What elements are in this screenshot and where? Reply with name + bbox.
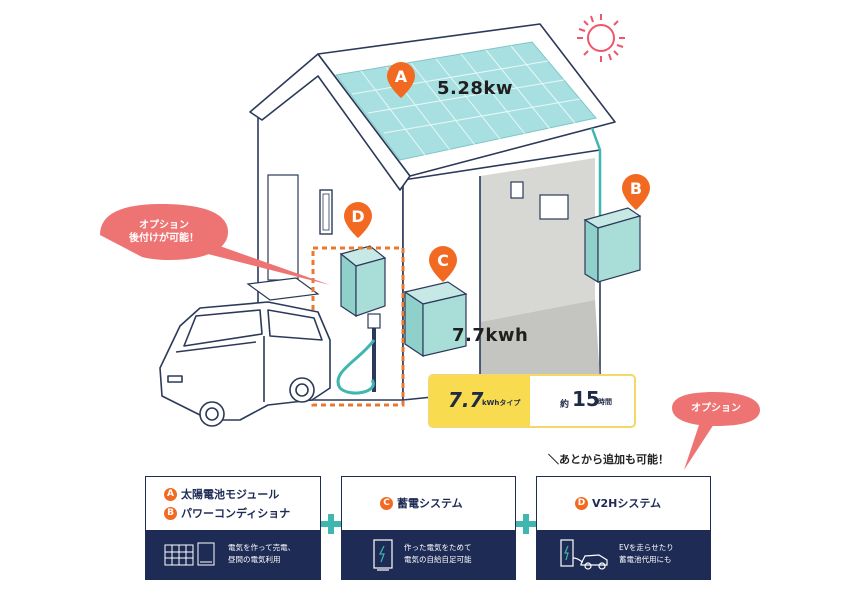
option-bubble-line2: 後付けが可能！ xyxy=(129,233,199,244)
pin-d: D xyxy=(344,202,372,238)
card-v2h: D V2Hシステム EVを走らせたり 蓄電池代用にも xyxy=(536,476,711,580)
card-v2h-desc: EVを走らせたり 蓄電池代用にも xyxy=(619,542,674,566)
solar-capacity-label: 5.28kw xyxy=(437,78,514,99)
desc-line: 蓄電池代用にも xyxy=(619,555,672,564)
pin-a: A xyxy=(387,62,415,98)
capacity-box: 7.7 kWhタイプ 約 15 時間 xyxy=(428,374,636,428)
card-item-power-conditioner: B パワーコンディショナ xyxy=(164,505,290,521)
card-battery-desc: 作った電気をためて 電気の自給自足可能 xyxy=(404,542,472,566)
card-item-label: V2Hシステム xyxy=(592,497,662,510)
plus-icon xyxy=(321,514,341,534)
capacity-duration-suffix: 時間 xyxy=(598,398,612,406)
v2h-unit xyxy=(336,245,387,395)
desc-line: EVを走らせたり xyxy=(619,543,674,552)
badge-c: C xyxy=(380,496,393,510)
capacity-duration-hours: 15 xyxy=(572,387,600,411)
solar-panel-icon xyxy=(164,542,215,566)
svg-text:D: D xyxy=(351,207,364,226)
card-item-label: 太陽電池モジュール xyxy=(181,488,280,501)
option-bubble-line1: オプション xyxy=(139,220,189,231)
desc-line: 昼間の電気利用 xyxy=(228,555,281,564)
option-bubble-right: オプション xyxy=(691,403,741,414)
badge-b: B xyxy=(164,506,177,520)
battery-icon xyxy=(373,539,393,571)
card-battery: C 蓄電システム 作った電気をためて 電気の自給自足可能 xyxy=(341,476,516,580)
card-item-v2h-system: D V2Hシステム xyxy=(575,495,661,511)
ev-charger-icon xyxy=(560,539,608,570)
capacity-duration-prefix: 約 xyxy=(560,400,570,410)
svg-text:A: A xyxy=(395,67,408,86)
battery-storage-unit xyxy=(403,281,468,358)
svg-text:C: C xyxy=(437,251,449,270)
card-item-battery-system: C 蓄電システム xyxy=(380,495,463,511)
battery-capacity-label: 7.7kwh xyxy=(452,325,529,346)
card-item-label: パワーコンディショナ xyxy=(181,507,291,520)
desc-line: 電気を作って売電、 xyxy=(228,543,296,552)
sun-icon xyxy=(577,14,625,62)
car-illustration xyxy=(159,301,331,427)
option-bubble: オプション 後付けが可能！ xyxy=(112,219,216,245)
power-conditioner-unit xyxy=(583,207,642,284)
card-item-solar-module: A 太陽電池モジュール xyxy=(164,486,279,502)
pin-b: B xyxy=(622,174,650,210)
card-solar: A 太陽電池モジュール B パワーコンディショナ 電気を作って売電、 昼間の電気… xyxy=(145,476,321,580)
svg-text:B: B xyxy=(630,179,642,198)
capacity-box-highlight xyxy=(430,376,530,426)
option-bubble-right-shape xyxy=(672,392,760,426)
pin-c: C xyxy=(429,246,457,282)
card-solar-desc: 電気を作って売電、 昼間の電気利用 xyxy=(228,542,295,566)
capacity-value: 7.7 xyxy=(448,388,484,412)
badge-a: A xyxy=(164,487,177,501)
option-bubble-shape xyxy=(100,204,228,260)
plus-icon xyxy=(516,514,536,534)
capacity-unit: kWhタイプ xyxy=(482,399,521,407)
badge-d: D xyxy=(575,496,588,510)
desc-line: 電気の自給自足可能 xyxy=(404,555,472,564)
desc-line: 作った電気をためて xyxy=(404,543,472,552)
add-later-note: ＼あとから追加も可能！ xyxy=(548,453,669,466)
card-item-label: 蓄電システム xyxy=(397,497,463,510)
